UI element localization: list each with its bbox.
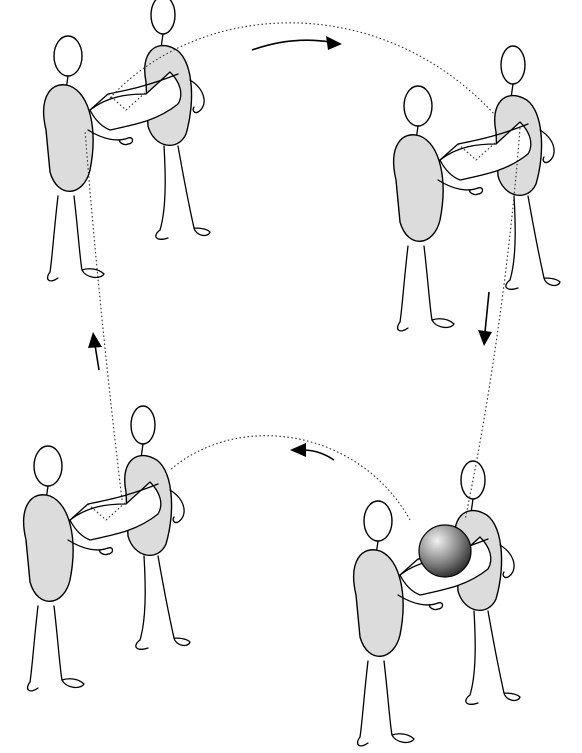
direction-arrow-icon [290, 443, 334, 460]
pair-bottom-left [24, 406, 190, 691]
direction-arrow-icon [88, 332, 102, 370]
trajectory-left-ascent [85, 130, 122, 500]
pair-top-left [44, 0, 210, 281]
direction-arrow-icon [252, 36, 342, 50]
person-pair-icon [354, 461, 520, 746]
direction-arrow-icon [478, 292, 492, 346]
ball-icon [419, 525, 471, 577]
pair-top-right [394, 46, 560, 331]
person-pair-icon [44, 0, 210, 281]
pair-bottom-right [354, 461, 520, 746]
person-pair-icon [24, 406, 190, 691]
person-pair-icon [394, 46, 560, 331]
